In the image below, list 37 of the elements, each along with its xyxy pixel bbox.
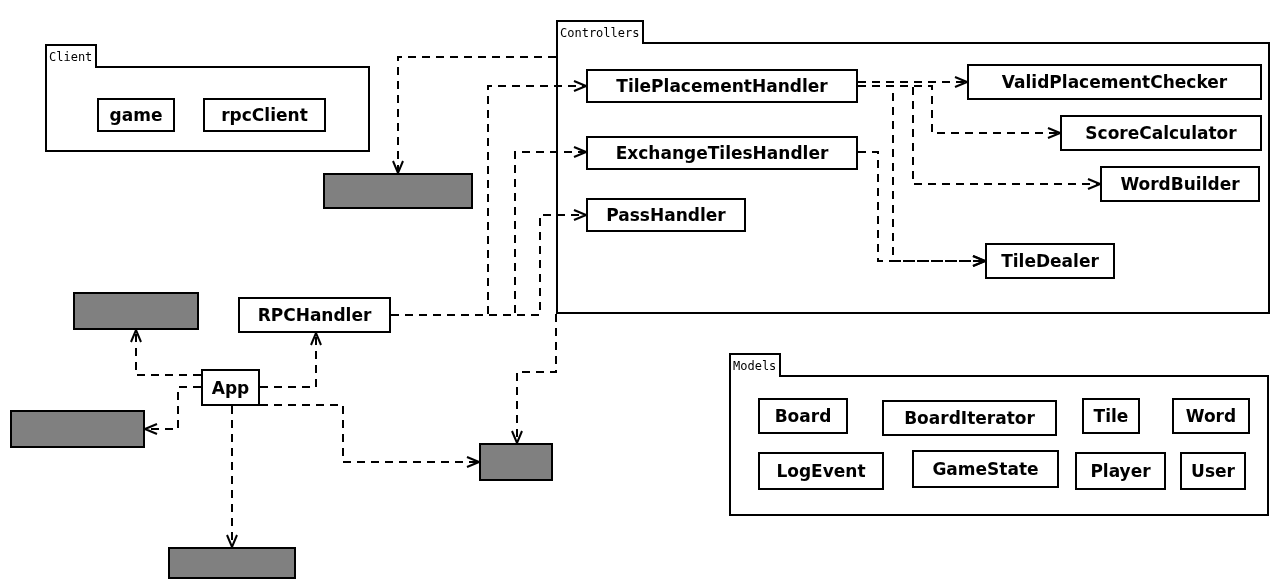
dependency-arrow [857,151,986,267]
class-box: game [97,98,175,132]
class-box: App [201,369,260,406]
class-box: LogEvent [758,452,884,490]
component-box [479,443,553,481]
package-name-tab: Models [729,353,782,377]
class-box: Board [758,398,848,434]
class-box: Word [1172,398,1250,434]
class-box: TileDealer [985,243,1115,279]
class-box: RPCHandler [238,297,391,333]
class-box: ValidPlacementChecker [967,64,1262,100]
dependency-arrow [259,404,480,468]
dependency-arrow [259,332,322,388]
class-box: PassHandler [586,198,746,232]
dependency-arrow [857,76,968,88]
component-box [323,173,473,209]
package-name-tab: Controllers [556,20,645,44]
component-box [73,292,199,330]
class-box: ExchangeTilesHandler [586,136,858,170]
class-box: TilePlacementHandler [586,69,858,103]
class-box: BoardIterator [882,400,1057,436]
dependency-arrow [390,209,587,316]
dependency-arrow [511,313,557,444]
dependency-arrow [392,56,557,174]
class-box: GameState [912,450,1059,488]
package-name-tab: Client [45,44,98,68]
class-box: Tile [1082,398,1140,434]
class-box: WordBuilder [1100,166,1260,202]
dependency-arrow [130,329,202,376]
class-box: Player [1075,452,1166,490]
class-box: rpcClient [203,98,326,132]
class-box: User [1180,452,1246,490]
component-box [10,410,145,448]
dependency-arrow [144,386,202,435]
component-box [168,547,296,579]
class-box: ScoreCalculator [1060,115,1262,151]
dependency-arrow [226,405,238,548]
